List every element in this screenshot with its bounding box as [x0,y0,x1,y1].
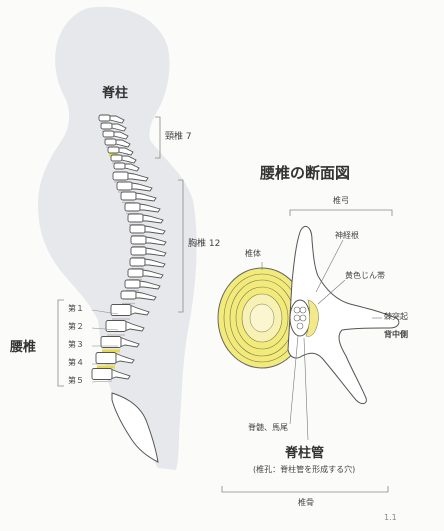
vertebra-body-shape [125,280,140,288]
vertebra-body-shape [121,192,136,200]
ligamentum-flavum-label: 黄色じん帯 [345,272,385,280]
lumbar-title: 腰椎 [10,341,36,354]
vertebra-body-shape [103,131,114,137]
vertebra-body-shape [131,247,146,255]
vertebra-body-shape [96,353,116,364]
thoracic-label: 胸椎 12 [188,240,220,249]
vertebra-body-shape [131,236,146,244]
vertebra-body-shape [128,214,143,222]
vertebra-body-shape [105,139,116,145]
vertebra-body-shape [117,182,132,190]
vertebra-body-shape [128,269,143,277]
lumbar-level-1: 第１ [68,305,84,313]
cauda-equina-label: 脊髄、馬尾 [248,424,288,432]
lumbar-level-2: 第２ [68,323,84,331]
vertebra-body-shape [130,225,145,233]
arch-bracket [290,210,392,216]
vertebra-body-shape [99,115,110,121]
vertebra-body-shape [111,305,131,316]
lumbar-level-5: 第５ [68,377,84,385]
vertebral-body-label: 椎体 [245,250,261,258]
back-side-label: 背中側 [384,331,408,339]
page-mark: 1.1 [384,514,397,522]
spinal-canal-label: 脊柱管 [285,447,324,460]
vertebra-body-shape [130,258,145,266]
vertebra-body-shape [108,147,119,153]
foramen-note: (椎孔：脊柱管を形成する穴) [253,466,355,474]
vertebra-body-shape [92,369,112,380]
vertebral-arch-label: 椎弓 [333,197,349,205]
cervical-label: 頸椎 7 [165,133,192,142]
lumbar-level-4: 第４ [68,359,84,367]
lumbar-level-3: 第３ [68,341,84,349]
vertebra-label: 椎骨 [298,499,314,507]
vertebra-body-shape [111,155,122,161]
vertebra-body-shape [101,123,112,129]
cross-section-title: 腰椎の断面図 [260,166,350,181]
vertebra-body-shape [121,291,136,299]
spinous-process-label: 棘突起 [384,313,408,321]
vertebra-body-shape [125,203,140,211]
vertebra-body-shape [114,163,125,169]
vertebra-bracket [222,486,388,492]
vertebra-body-shape [113,172,128,180]
nerve-root-label: 神経根 [335,232,359,240]
spine-title: 脊柱 [102,87,128,100]
